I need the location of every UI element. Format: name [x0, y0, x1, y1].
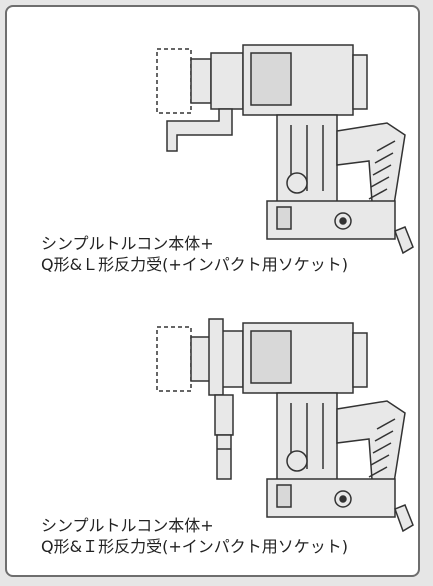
torque-wrench-i-arm-illustration	[156, 318, 414, 533]
torque-wrench-l-arm-illustration	[156, 44, 414, 255]
figure-2-caption-line-2: Q形&Ｉ形反力受(+インパクト用ソケット)	[41, 537, 348, 556]
figure-1-caption: シンプルトルコン本体+ Q形&Ｌ形反力受(+インパクト用ソケット)	[41, 233, 348, 275]
figure-2-caption: シンプルトルコン本体+ Q形&Ｉ形反力受(+インパクト用ソケット)	[41, 515, 348, 557]
figure-1-caption-line-2: Q形&Ｌ形反力受(+インパクト用ソケット)	[41, 255, 348, 274]
figure-1-caption-line-1: シンプルトルコン本体+	[41, 234, 214, 253]
content-panel: シンプルトルコン本体+ Q形&Ｌ形反力受(+インパクト用ソケット)	[5, 5, 420, 577]
figure-2-caption-line-1: シンプルトルコン本体+	[41, 516, 214, 535]
